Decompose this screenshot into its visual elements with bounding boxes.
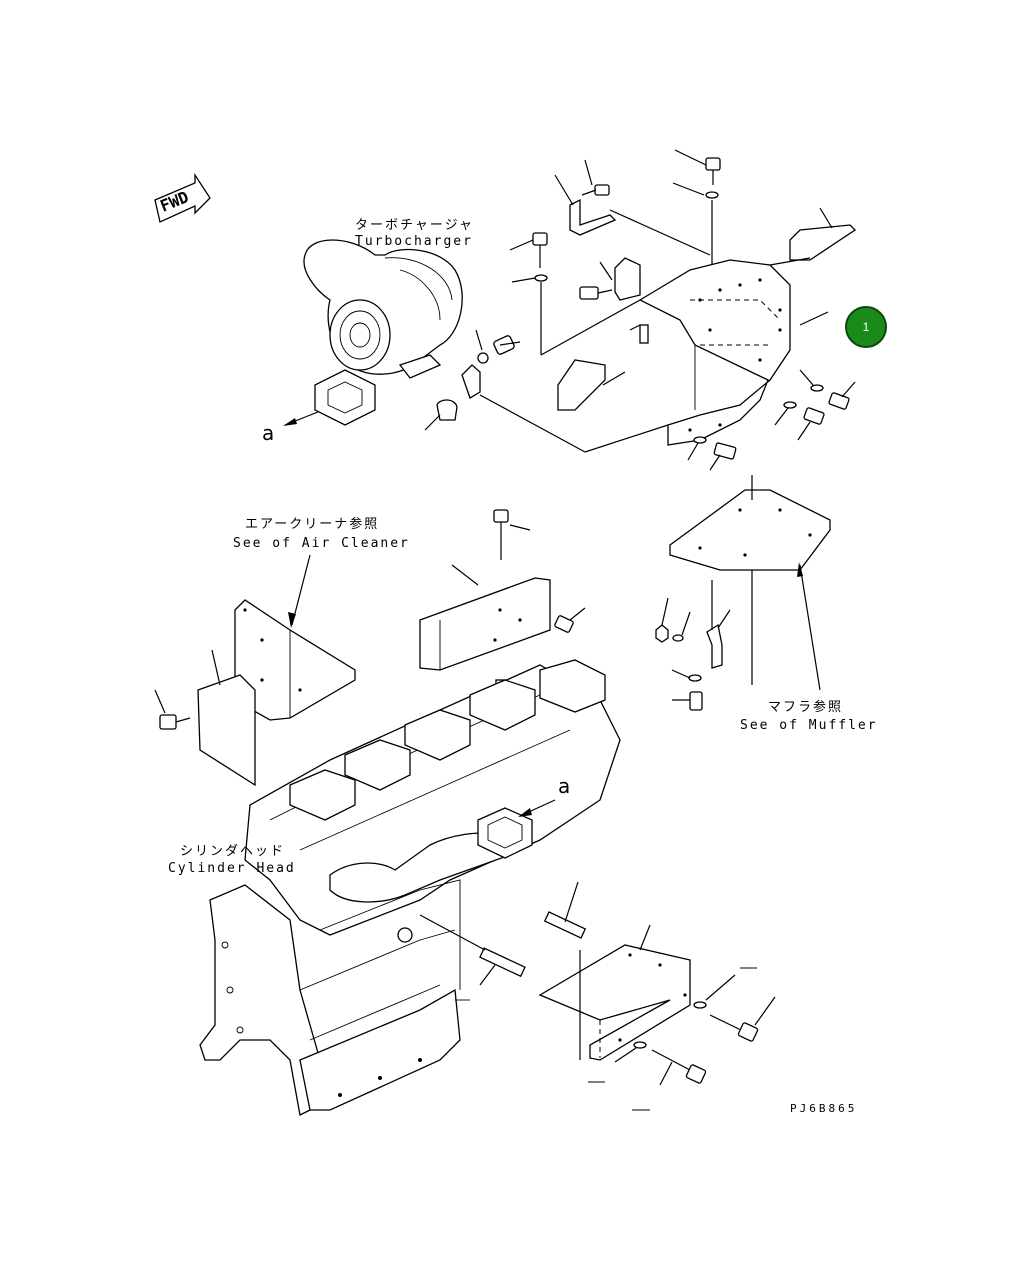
callout-badge-1[interactable]: 1 <box>845 306 887 348</box>
muffler-label-jp: マフラ参照 <box>768 699 843 715</box>
turbo-bracket <box>424 329 521 431</box>
bottom-bolt-1 <box>693 974 776 1042</box>
turbocharger-label-jp: ターボチャージャ <box>355 218 474 233</box>
fwd-arrow: FWD <box>154 172 211 223</box>
bottom-bolt-2 <box>614 1041 707 1086</box>
spacer-tube-1 <box>543 881 587 939</box>
turbocharger <box>303 239 463 379</box>
cylhead-label-jp: シリンダヘッド <box>180 844 285 859</box>
cylinder-head-engine-block <box>199 659 621 1116</box>
bolt-lower-cover <box>687 436 737 471</box>
ref-a-mid: a <box>558 774 570 798</box>
muffler-label-en: See of Muffler <box>740 718 878 733</box>
muffler-bracket <box>655 580 731 711</box>
aircleaner-label-jp: エアークリーナ参照 <box>245 516 379 532</box>
muffler-plate <box>669 475 831 685</box>
heat-shield-cover <box>638 259 791 446</box>
aircleaner-label-en: See of Air Cleaner <box>233 536 410 551</box>
callout-number: 1 <box>863 320 870 334</box>
turbo-gasket <box>314 369 376 426</box>
upper-bracket-right <box>769 207 857 266</box>
bolt-right-2 <box>774 401 825 441</box>
air-cleaner-bracket <box>154 599 356 787</box>
bolt-right-1 <box>799 369 856 410</box>
drawing-code: PJ6B865 <box>790 1102 857 1115</box>
upper-bracket-left <box>554 174 711 256</box>
bracket-lower-left <box>557 359 626 411</box>
bottom-heat-cover <box>538 924 691 1061</box>
cylhead-label-en: Cylinder Head <box>168 861 296 876</box>
bolt-top-1 <box>581 159 610 196</box>
ref-a-top: a <box>262 421 274 445</box>
turbocharger-label-en: Turbocharger <box>355 234 473 249</box>
bolt-top-2 <box>672 149 721 265</box>
bolt-left-vertical <box>509 232 641 356</box>
bracket-mid <box>579 257 649 344</box>
spacer-tube-2 <box>419 914 526 986</box>
